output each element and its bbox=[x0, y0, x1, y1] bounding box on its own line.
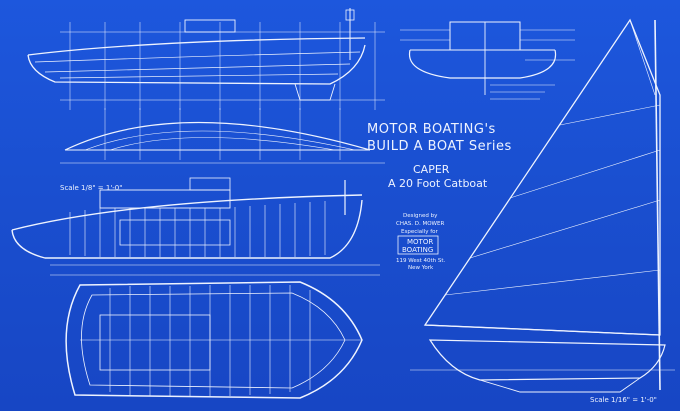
boat-description: A 20 Foot Catboat bbox=[388, 177, 488, 190]
logo-line-2: BOATING bbox=[402, 246, 433, 254]
credits-block: Designed by CHAS. D. MOWER Especially fo… bbox=[396, 213, 446, 271]
designed-by-label: Designed by bbox=[403, 213, 438, 219]
logo-line-1: MOTOR bbox=[407, 238, 433, 246]
especially-for-label: Especially for bbox=[401, 229, 438, 235]
boat-name: CAPER bbox=[413, 163, 450, 176]
address-line-1: 119 West 40th St. bbox=[396, 258, 446, 264]
sail-plan-view bbox=[410, 18, 675, 393]
address-line-2: New York bbox=[408, 265, 434, 271]
midship-section-view bbox=[400, 21, 575, 100]
deck-plan-view bbox=[50, 274, 380, 399]
designer-name: CHAS. D. MOWER bbox=[396, 221, 444, 227]
motor-boating-logo: MOTOR BOATING bbox=[397, 235, 439, 255]
title-line-2: BUILD A BOAT Series bbox=[367, 139, 512, 154]
title-line-1: MOTOR BOATING's bbox=[367, 122, 496, 137]
hull-scale-label: Scale 1/8" = 1'-0" bbox=[60, 184, 122, 192]
title-block: MOTOR BOATING's BUILD A BOAT Series CAPE… bbox=[367, 122, 512, 190]
profile-view bbox=[27, 8, 385, 110]
inboard-profile-view bbox=[11, 177, 380, 266]
sail-scale-label: Scale 1/16" = 1'-0" bbox=[590, 396, 657, 404]
half-breadth-view bbox=[60, 108, 385, 164]
